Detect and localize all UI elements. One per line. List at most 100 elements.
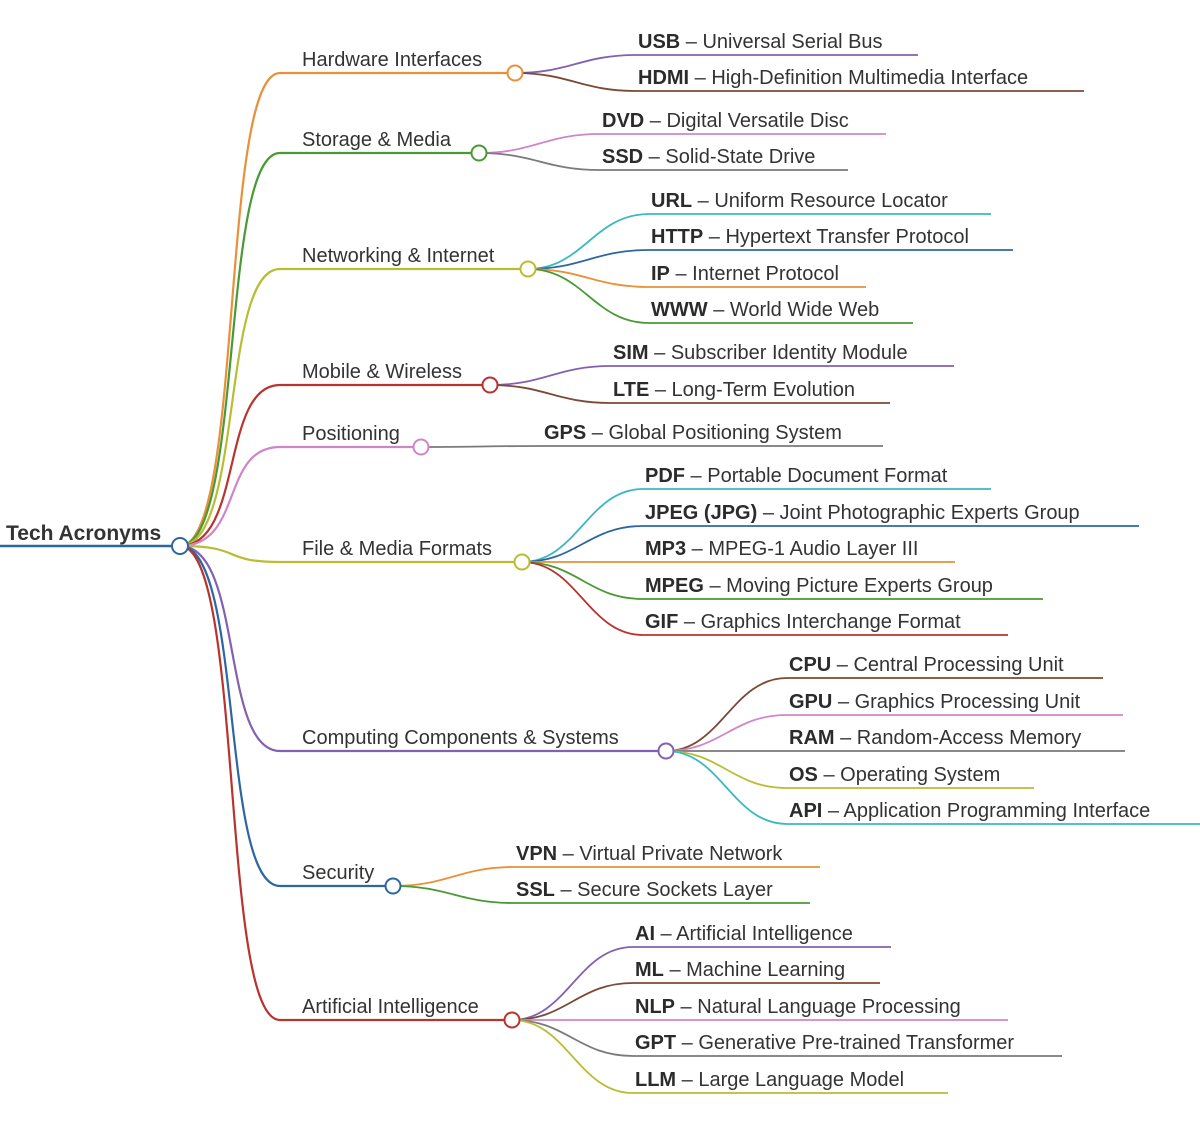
leaf-acronym: HTTP — [651, 226, 703, 248]
leaf-definition: Natural Language Processing — [697, 996, 961, 1018]
leaf-separator: – — [822, 800, 843, 822]
leaf-acronym: URL — [651, 190, 692, 212]
leaf-label-sim: SIM – Subscriber Identity Module — [613, 342, 908, 364]
leaf-separator: – — [818, 764, 840, 786]
leaf-definition: Digital Versatile Disc — [666, 110, 848, 132]
leaf-definition: Generative Pre-trained Transformer — [698, 1032, 1014, 1054]
leaf-label-nlp: NLP – Natural Language Processing — [635, 996, 961, 1018]
leaf-connector-usb — [514, 54, 918, 74]
leaf-label-gpt: GPT – Generative Pre-trained Transformer — [635, 1032, 1014, 1054]
leaf-definition: Hypertext Transfer Protocol — [725, 226, 968, 248]
leaf-label-gpu: GPU – Graphics Processing Unit — [789, 691, 1081, 713]
leaf-label-www: WWW – World Wide Web — [651, 299, 879, 321]
leaf-connector-ml — [511, 982, 880, 1021]
leaf-separator: – — [557, 843, 579, 865]
leaf-separator: – — [649, 379, 671, 401]
leaf-acronym: DVD — [602, 110, 644, 132]
leaf-definition: Artificial Intelligence — [676, 923, 853, 945]
root-node[interactable] — [171, 537, 189, 555]
branch-node-hardware-interfaces[interactable] — [506, 64, 524, 82]
leaf-separator: – — [676, 1032, 698, 1054]
leaf-separator: – — [655, 923, 676, 945]
branch-label-positioning: Positioning — [302, 423, 400, 445]
leaf-separator: – — [644, 110, 666, 132]
leaf-separator: – — [692, 190, 714, 212]
leaf-acronym: MPEG — [645, 575, 704, 597]
leaf-separator: – — [832, 691, 854, 713]
leaf-label-gif: GIF – Graphics Interchange Format — [645, 611, 961, 633]
leaf-definition: Virtual Private Network — [579, 843, 783, 865]
leaf-acronym: NLP — [635, 996, 675, 1018]
branch-node-networking-internet[interactable] — [519, 260, 537, 278]
leaf-connector-sim — [489, 365, 954, 386]
leaf-connector-os — [665, 750, 1034, 789]
leaf-acronym: RAM — [789, 727, 835, 749]
leaf-acronym: LTE — [613, 379, 649, 401]
leaf-acronym: VPN — [516, 843, 557, 865]
leaf-label-ssl: SSL – Secure Sockets Layer — [516, 879, 773, 901]
leaf-separator: – — [664, 959, 686, 981]
leaf-acronym: USB — [638, 31, 680, 53]
leaf-connector-cpu — [665, 677, 1103, 752]
branch-node-storage-media[interactable] — [470, 144, 488, 162]
leaf-connector-ip — [527, 268, 866, 288]
leaf-connector-ssd — [478, 152, 848, 171]
leaf-definition: Graphics Processing Unit — [855, 691, 1081, 713]
leaf-acronym: LLM — [635, 1069, 676, 1091]
leaf-label-lte: LTE – Long-Term Evolution — [613, 379, 855, 401]
branch-label-artificial-intelligence: Artificial Intelligence — [302, 996, 479, 1018]
leaf-separator: – — [586, 422, 608, 444]
leaf-acronym: WWW — [651, 299, 708, 321]
leaf-connector-vpn — [392, 866, 820, 887]
leaf-separator: – — [555, 879, 577, 901]
leaf-definition: Application Programming Interface — [843, 800, 1150, 822]
leaf-label-vpn: VPN – Virtual Private Network — [516, 843, 783, 865]
leaf-label-os: OS – Operating System — [789, 764, 1000, 786]
branch-node-mobile-wireless[interactable] — [481, 376, 499, 394]
leaf-definition: Central Processing Unit — [853, 654, 1064, 676]
leaf-separator: – — [678, 611, 700, 633]
branch-label-mobile-wireless: Mobile & Wireless — [302, 361, 462, 383]
leaf-acronym: MP3 — [645, 538, 686, 560]
leaf-acronym: HDMI — [638, 67, 689, 89]
leaf-separator: – — [685, 465, 707, 487]
leaf-definition: Operating System — [840, 764, 1000, 786]
leaf-definition: Subscriber Identity Module — [671, 342, 908, 364]
root-label: Tech Acronyms — [6, 522, 161, 545]
leaf-label-hdmi: HDMI – High-Definition Multimedia Interf… — [638, 67, 1028, 89]
leaf-definition: Random-Access Memory — [857, 727, 1082, 749]
leaf-acronym: IP — [651, 263, 670, 285]
leaf-separator: – — [704, 575, 726, 597]
leaf-separator: – — [675, 996, 697, 1018]
leaf-acronym: CPU — [789, 654, 831, 676]
leaf-label-gps: GPS – Global Positioning System — [544, 422, 842, 444]
branch-node-artificial-intelligence[interactable] — [503, 1011, 521, 1029]
branch-node-positioning[interactable] — [412, 438, 430, 456]
leaf-separator: – — [708, 299, 730, 321]
leaf-separator: – — [689, 67, 711, 89]
leaf-separator: – — [686, 538, 708, 560]
branch-node-file-media-formats[interactable] — [513, 553, 531, 571]
leaf-acronym: GPS — [544, 422, 586, 444]
branch-node-security[interactable] — [384, 877, 402, 895]
leaf-connector-gpu — [665, 714, 1123, 752]
leaf-definition: Uniform Resource Locator — [714, 190, 948, 212]
leaf-definition: Joint Photographic Experts Group — [780, 502, 1080, 524]
leaf-connector-hdmi — [514, 72, 1084, 92]
leaf-definition: Solid-State Drive — [665, 146, 815, 168]
branch-connector-security — [179, 544, 393, 888]
branch-node-computing-components-systems[interactable] — [657, 742, 675, 760]
branch-label-security: Security — [302, 862, 374, 884]
branch-connector-mobile-wireless — [179, 383, 490, 548]
leaf-connector-ssl — [392, 885, 810, 904]
branch-connector-hardware-interfaces — [179, 71, 515, 548]
branch-label-hardware-interfaces: Hardware Interfaces — [302, 49, 482, 71]
leaf-connector-ai — [511, 946, 891, 1021]
leaf-acronym: SSL — [516, 879, 555, 901]
branch-label-computing-components-systems: Computing Components & Systems — [302, 727, 619, 749]
leaf-separator: – — [670, 263, 692, 285]
leaf-acronym: GPT — [635, 1032, 676, 1054]
leaf-definition: Moving Picture Experts Group — [726, 575, 993, 597]
leaf-separator: – — [757, 502, 779, 524]
leaf-definition: World Wide Web — [730, 299, 879, 321]
